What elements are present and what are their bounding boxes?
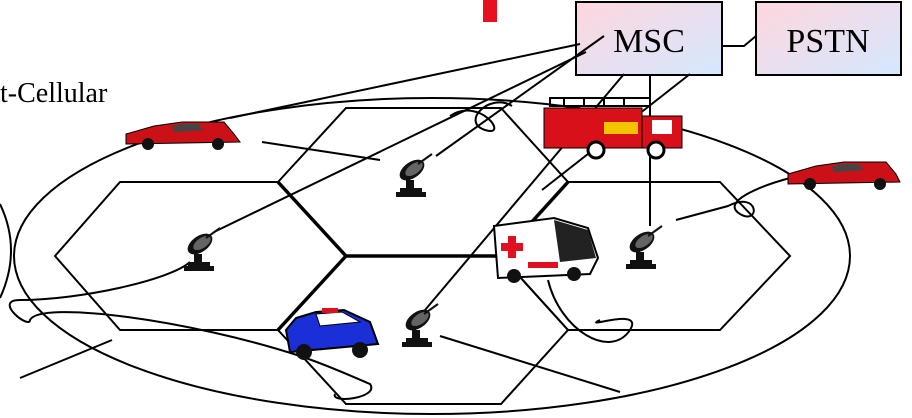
msc-link-far-left	[229, 43, 581, 119]
msc-pstn-link	[722, 35, 757, 47]
radio-link-top-vehicle	[449, 101, 513, 133]
pstn-box	[755, 1, 902, 76]
red-car-icon	[787, 161, 901, 190]
police-car-icon	[284, 308, 380, 360]
fire-truck-icon	[543, 97, 683, 160]
radio-link-right-car	[675, 177, 791, 221]
radio-link-bottom-right	[439, 335, 621, 393]
red-car-icon	[125, 121, 241, 150]
side-label: t-Cellular	[0, 78, 108, 109]
msc-label: MSC	[613, 23, 685, 60]
antenna-tower-icon	[394, 152, 434, 199]
radio-link-ambulance	[547, 279, 634, 343]
radio-link-bottom-left	[19, 339, 113, 379]
ambulance-icon	[492, 216, 600, 283]
radio-link-left-mobile	[8, 261, 373, 400]
red-accent-mark	[483, 0, 497, 22]
antenna-tower-icon	[182, 226, 222, 273]
radio-link-car-left	[261, 141, 381, 161]
antenna-tower-icon	[400, 302, 440, 349]
antenna-tower-icon	[624, 224, 664, 271]
pstn-label: PSTN	[786, 23, 869, 60]
msc-link-left	[213, 51, 587, 233]
service-area-ellipse	[13, 97, 851, 415]
neighbor-area-arc	[0, 203, 12, 299]
